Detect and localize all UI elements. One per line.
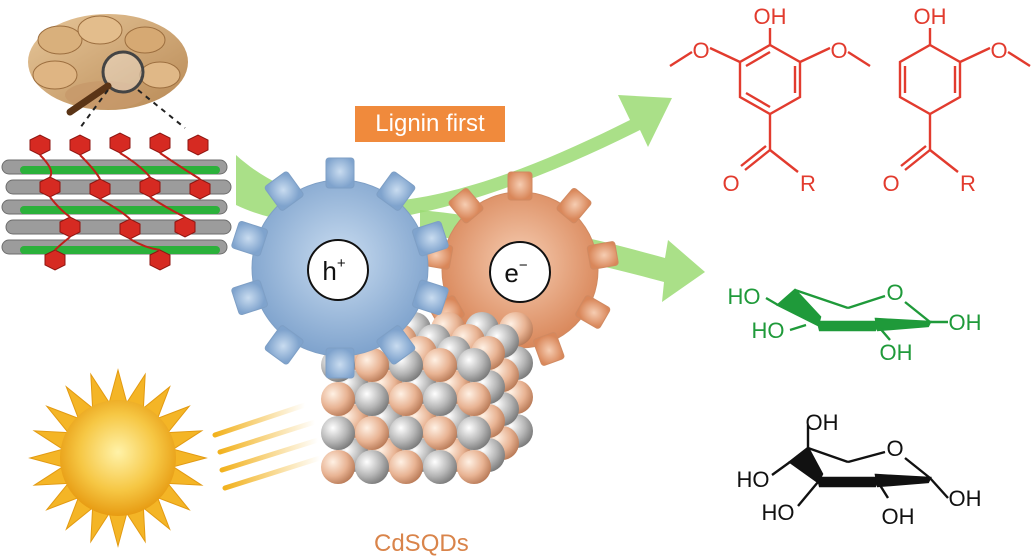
svg-text:O: O (692, 38, 709, 63)
svg-text:HO: HO (762, 500, 795, 525)
svg-text:OH: OH (949, 486, 982, 511)
qd-atom (457, 416, 491, 450)
qd-atom (423, 348, 457, 382)
qd-atom (321, 450, 355, 484)
svg-text:OH: OH (880, 340, 913, 365)
hole-symbol: h (322, 256, 336, 286)
svg-text:R: R (800, 171, 816, 196)
lignocellulose-fiber-image (1, 132, 232, 271)
qd-atom (355, 348, 389, 382)
qd-atom (457, 382, 491, 416)
syringyl-ketone-structure (669, 28, 871, 173)
xylose-labels: HO HO OH OH O (728, 280, 982, 365)
qd-atom (355, 382, 389, 416)
zoom-lines (79, 89, 186, 129)
svg-text:O: O (830, 38, 847, 63)
svg-text:O: O (882, 171, 899, 196)
qd-atom (389, 450, 423, 484)
hole-label-badge: h+ (307, 239, 369, 301)
svg-text:HO: HO (752, 318, 785, 343)
svg-text:HO: HO (737, 467, 770, 492)
qd-atom (321, 416, 355, 450)
guaiacyl-ketone-structure (898, 28, 1031, 173)
svg-text:e−: e− (504, 257, 527, 288)
electron-charge: − (519, 257, 528, 274)
svg-text:O: O (886, 436, 903, 461)
guaiacyl-ketone-labels: OH O O R (882, 4, 1007, 196)
svg-text:OH: OH (914, 4, 947, 29)
electron-symbol: e (504, 258, 518, 288)
magnifier-icon (66, 50, 145, 116)
qd-atom (423, 450, 457, 484)
svg-text:OH: OH (806, 410, 839, 435)
svg-text:h+: h+ (322, 255, 345, 286)
xylose-structure (765, 288, 948, 341)
qd-atom (355, 416, 389, 450)
glucose-structure (771, 425, 949, 507)
qd-atom (423, 382, 457, 416)
svg-text:OH: OH (949, 310, 982, 335)
svg-text:HO: HO (728, 284, 761, 309)
syringyl-ketone-labels: OH O O O R (692, 4, 847, 196)
qd-atom (457, 348, 491, 382)
svg-text:OH: OH (754, 4, 787, 29)
svg-text:O: O (722, 171, 739, 196)
svg-text:OH: OH (882, 504, 915, 529)
qd-atom (457, 450, 491, 484)
qd-atom (389, 416, 423, 450)
qd-atom (423, 416, 457, 450)
qd-atom (355, 450, 389, 484)
qd-atom (389, 382, 423, 416)
svg-text:R: R (960, 171, 976, 196)
sun-icon (28, 368, 208, 548)
glucose-labels: OH HO HO OH OH O (737, 410, 982, 529)
wood-pile-image (28, 14, 188, 110)
qd-atom (321, 382, 355, 416)
electron-label-badge: e− (489, 241, 551, 303)
hole-charge: + (337, 255, 346, 272)
light-beams (212, 402, 323, 491)
svg-text:O: O (990, 38, 1007, 63)
quantum-dot-label: CdSQDs (374, 530, 469, 557)
svg-text:O: O (886, 280, 903, 305)
lignin-first-tag: Lignin first (355, 106, 505, 142)
